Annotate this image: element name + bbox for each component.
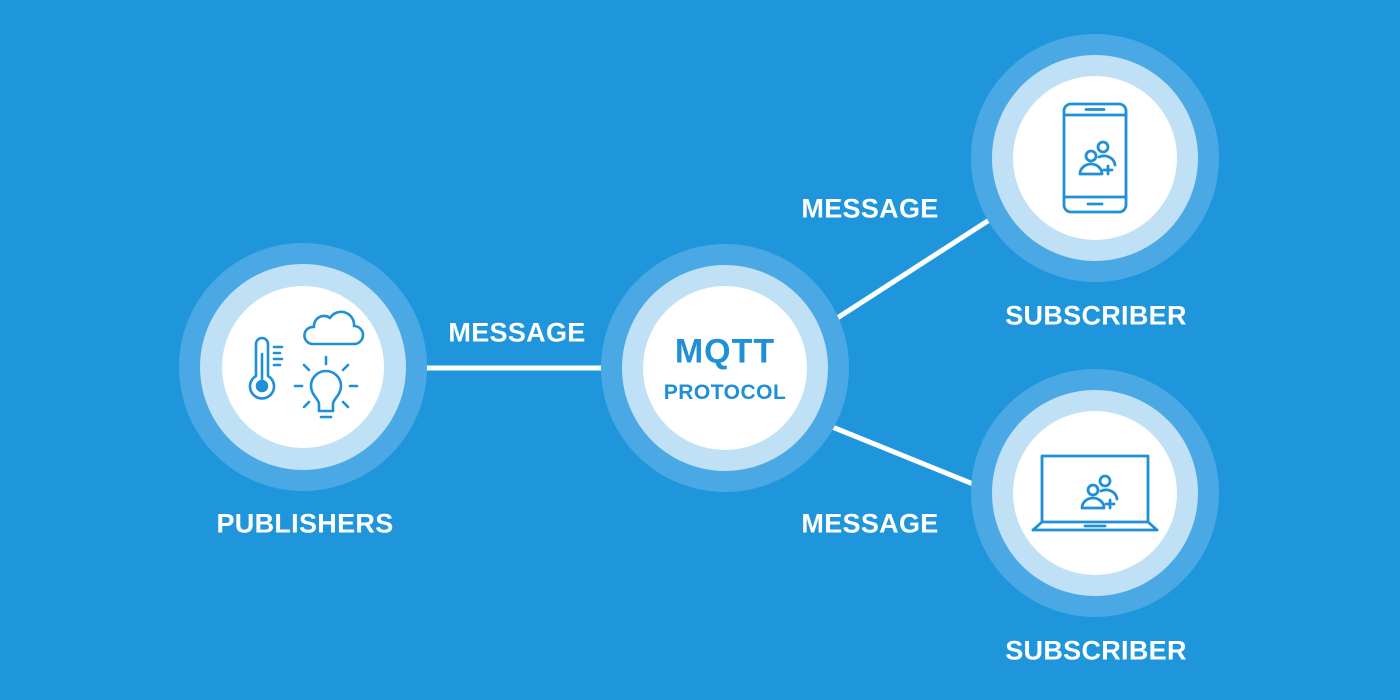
connector-label-publishers-hub: MESSAGE	[448, 317, 586, 348]
publishers-label: PUBLISHERS	[216, 508, 394, 539]
connector-label-hub-subscriber-1: MESSAGE	[801, 193, 939, 224]
subscriber-2-node	[971, 369, 1219, 617]
cloud-icon	[303, 310, 365, 346]
subscriber-1-label: SUBSCRIBER	[1005, 300, 1187, 331]
smartphone-users-icon	[1062, 102, 1128, 214]
subscriber-2-label: SUBSCRIBER	[1005, 635, 1187, 666]
laptop-users-icon	[1031, 454, 1159, 532]
hub-title: MQTT	[674, 332, 776, 371]
publishers-node	[179, 243, 427, 491]
lightbulb-icon	[293, 355, 359, 419]
hub-subtitle: PROTOCOL	[663, 381, 787, 404]
thermometer-icon	[248, 336, 284, 400]
mqtt-hub-node	[601, 244, 849, 492]
connector-label-hub-subscriber-2: MESSAGE	[801, 508, 939, 539]
